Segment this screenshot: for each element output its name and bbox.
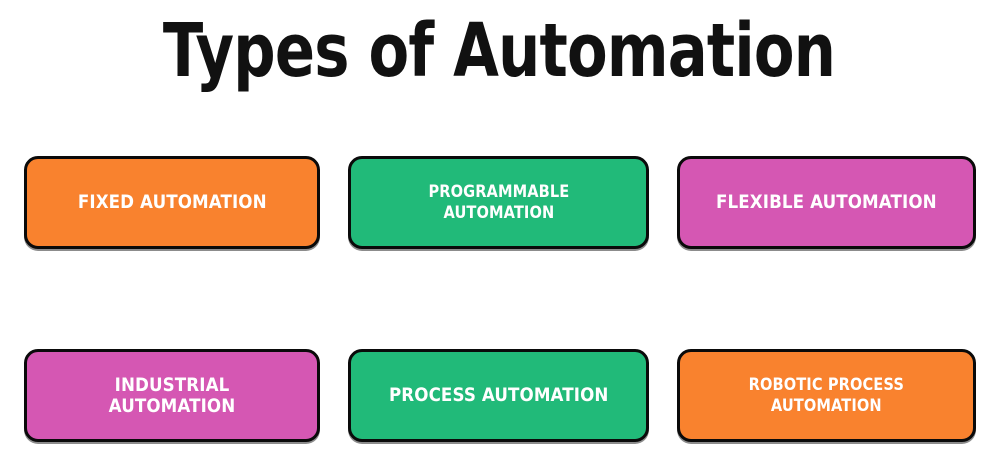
box-flexible-automation[interactable]: FLEXIBLE AUTOMATION	[677, 156, 976, 249]
box-industrial-automation[interactable]: INDUSTRIAL AUTOMATION	[24, 349, 320, 442]
page-title: Types of Automation	[162, 8, 836, 94]
automation-types-grid: FIXED AUTOMATION PROGRAMMABLE AUTOMATION…	[24, 156, 976, 442]
box-label: INDUSTRIAL AUTOMATION	[108, 373, 236, 417]
box-label: ROBOTIC PROCESS AUTOMATION	[748, 374, 905, 416]
box-fixed-automation[interactable]: FIXED AUTOMATION	[24, 156, 320, 249]
box-label: FLEXIBLE AUTOMATION	[716, 191, 937, 213]
box-label: FIXED AUTOMATION	[77, 191, 267, 213]
row-gap	[24, 249, 976, 349]
box-label: PROGRAMMABLE AUTOMATION	[428, 181, 569, 223]
box-process-automation[interactable]: PROCESS AUTOMATION	[348, 349, 649, 442]
box-robotic-process-automation[interactable]: ROBOTIC PROCESS AUTOMATION	[677, 349, 976, 442]
box-label: PROCESS AUTOMATION	[388, 384, 609, 406]
box-programmable-automation[interactable]: PROGRAMMABLE AUTOMATION	[348, 156, 649, 249]
